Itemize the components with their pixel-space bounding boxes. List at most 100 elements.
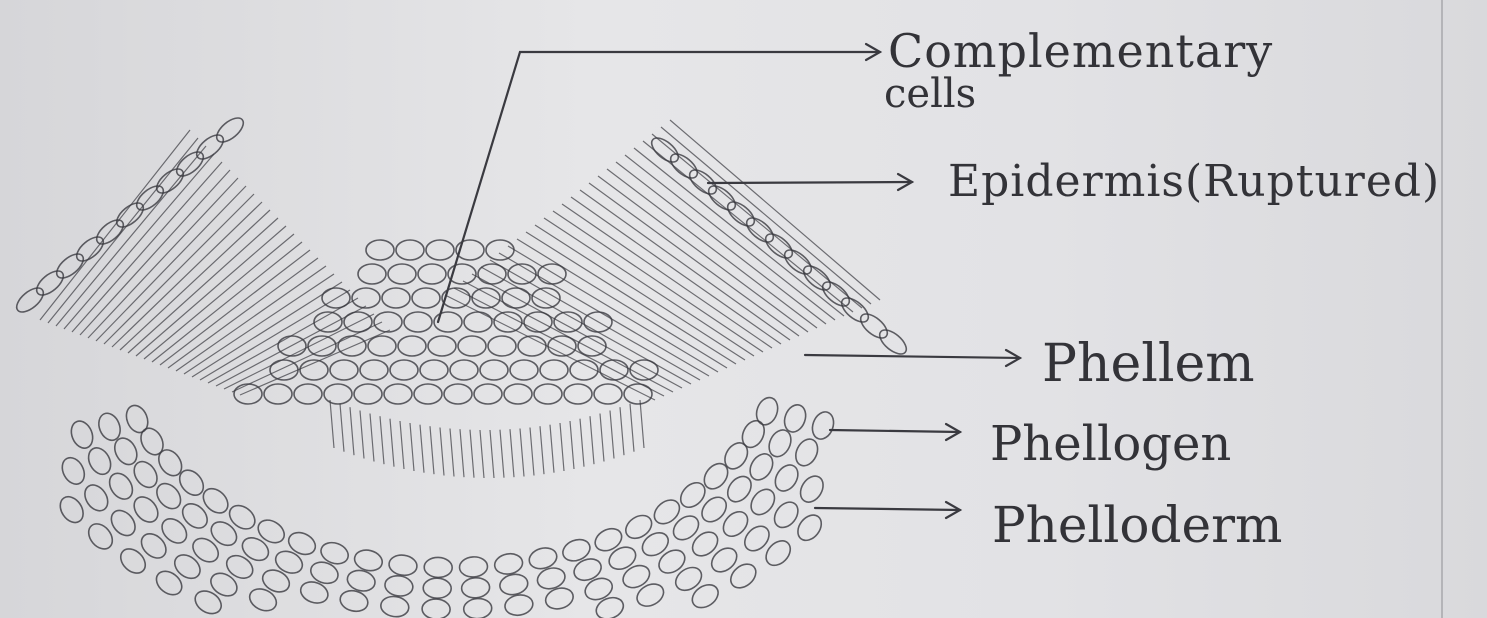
phelloderm-cell <box>738 417 768 451</box>
complementary-cell <box>352 288 380 308</box>
complementary-cell <box>382 288 410 308</box>
phellem-cell-wall <box>625 155 835 320</box>
phelloderm-cell <box>384 574 415 598</box>
label-phellogen: Phellogen <box>990 420 1231 468</box>
complementary-cell <box>458 336 486 356</box>
complementary-cell <box>294 384 322 404</box>
complementary-cell <box>330 360 358 380</box>
phelloderm-cell <box>388 553 419 577</box>
phelloderm-cell <box>58 454 89 488</box>
phellogen-cell-wall <box>360 411 364 459</box>
phellem-cell-wall <box>562 204 772 348</box>
phelloderm-cell <box>688 580 722 612</box>
phellogen-cell-wall <box>590 416 594 464</box>
phelloderm-cell <box>116 544 150 578</box>
complementary-cell <box>474 384 502 404</box>
complementary-cell <box>510 360 538 380</box>
phelloderm-cell <box>246 585 280 615</box>
phelloderm-cell <box>593 594 626 618</box>
phellem-cell-wall <box>80 170 230 335</box>
pointer-phelloderm <box>815 508 960 510</box>
complementary-cell <box>594 384 622 404</box>
phelloderm-cell <box>254 516 288 548</box>
phellogen-cell-wall <box>370 414 374 462</box>
phelloderm-cell <box>571 555 604 584</box>
phellem-cell-wall <box>634 148 844 316</box>
phelloderm-cell <box>493 552 524 577</box>
complementary-cell <box>504 384 532 404</box>
phelloderm-cell <box>792 435 822 469</box>
phellem-cell-wall <box>508 246 718 372</box>
label-phelloderm: Phelloderm <box>992 500 1282 550</box>
complementary-cell <box>396 240 424 260</box>
phelloderm-cell <box>461 577 490 599</box>
phellem-cell-wall <box>88 178 238 338</box>
phellogen-cell-wall <box>530 428 534 476</box>
phellem-cell-wall <box>72 162 222 332</box>
phellogen-cell-wall <box>560 423 564 471</box>
complementary-cell <box>412 288 440 308</box>
complementary-cell <box>366 240 394 260</box>
complementary-cell <box>486 240 514 260</box>
phelloderm-cell <box>650 495 684 528</box>
complementary-cell <box>390 360 418 380</box>
phellogen-cell-wall <box>640 400 644 448</box>
phellem-cell-wall <box>616 162 826 324</box>
phellogen-cell-wall <box>550 425 554 473</box>
phelloderm-cell <box>423 578 452 599</box>
phelloderm-cell <box>723 472 756 506</box>
phelloderm-cell <box>137 424 168 458</box>
phelloderm-cell <box>707 543 741 576</box>
complementary-cell <box>450 360 478 380</box>
complementary-cell <box>428 336 456 356</box>
phelloderm-cell <box>207 569 241 601</box>
phelloderm-cell <box>259 566 293 596</box>
phelloderm-cell <box>809 409 837 442</box>
complementary-cell <box>464 312 492 332</box>
phellogen-cell-wall <box>510 429 514 477</box>
complementary-cell <box>540 360 568 380</box>
complementary-cell <box>404 312 432 332</box>
phellem-cell-wall <box>481 267 691 384</box>
phellem-cell-wall <box>168 258 318 368</box>
phellogen-cell-wall <box>580 419 584 467</box>
phelloderm-cell <box>753 395 781 428</box>
phellogen-cell-wall <box>460 429 464 477</box>
label-epidermis-ruptured: Epidermis(Ruptured) <box>948 160 1440 204</box>
epidermis-cell <box>743 214 778 247</box>
phellogen-cell-wall <box>430 426 434 474</box>
complementary-cell <box>420 360 448 380</box>
phellogen-cell-wall <box>500 430 504 478</box>
complementary-cell <box>324 384 352 404</box>
phellem-cell-wall <box>216 306 366 386</box>
phelloderm-cell <box>770 498 803 532</box>
phellogen-cell-wall <box>420 425 424 473</box>
phelloderm-cell <box>720 439 752 473</box>
epidermis-cell <box>173 148 208 181</box>
phelloderm-cell <box>422 599 451 618</box>
pointer-phellem <box>805 355 1020 358</box>
epidermis-cell <box>648 134 683 167</box>
phellem-cell-wall <box>553 211 763 352</box>
phellogen-cell-wall <box>480 430 484 478</box>
phelloderm-cell <box>105 469 137 503</box>
phellogen-cell-wall <box>540 426 544 474</box>
complementary-cell <box>360 360 388 380</box>
phelloderm-cell <box>796 472 828 506</box>
complementary-cell <box>354 384 382 404</box>
phelloderm-cell <box>498 572 529 597</box>
epidermis-cell <box>113 199 148 232</box>
phellogen-cell-wall <box>570 421 574 469</box>
phelloderm-cell <box>582 574 615 603</box>
phelloderm-cell <box>605 543 639 574</box>
phelloderm-cell <box>560 536 593 565</box>
phelloderm-cell <box>238 533 272 565</box>
epidermis-cell <box>800 262 835 295</box>
phelloderm-cell <box>67 418 96 451</box>
complementary-cell <box>414 384 442 404</box>
phelloderm-cell <box>688 527 722 560</box>
epidermis-cell <box>762 230 797 263</box>
epidermis-cell <box>705 182 740 215</box>
phelloderm-cell <box>591 524 625 555</box>
